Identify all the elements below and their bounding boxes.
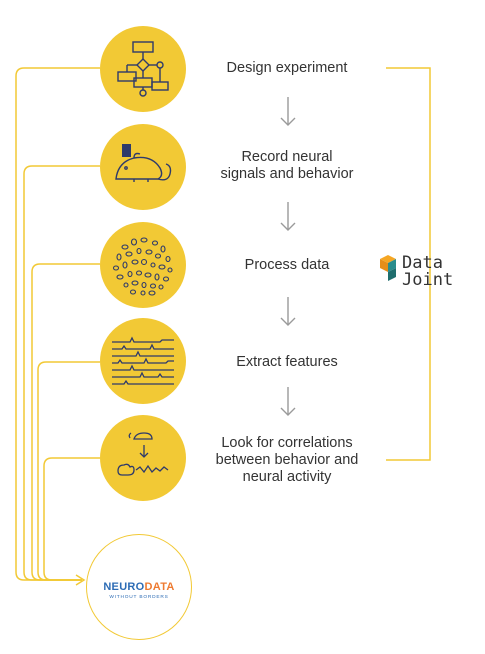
correlation-icon (117, 432, 169, 476)
flowchart-icon (117, 41, 169, 97)
mouse-recording-icon (115, 144, 172, 182)
feedback-line-3 (31, 263, 100, 581)
nwb-logo-word-data: DATA (144, 581, 175, 593)
step-circle-correlate (100, 415, 186, 501)
feedback-line-4 (37, 361, 100, 581)
step-label-design: Design experiment (226, 60, 348, 76)
nwb-arrowhead (75, 574, 86, 586)
cell-segmentation-icon (112, 237, 173, 296)
step-label-record: Record neural signals and behavior (220, 149, 354, 182)
datajoint-cube-icon (380, 255, 396, 281)
datajoint-logo: Data Joint (376, 253, 480, 289)
nwb-logo-word-neuro: NEURO (103, 581, 145, 593)
nwb-logo: NEURODATA (87, 581, 191, 593)
datajoint-bracket (386, 67, 431, 461)
feedback-line-5 (43, 457, 100, 581)
step-circle-record (100, 124, 186, 210)
step-circle-extract (100, 318, 186, 404)
down-arrow-2 (280, 202, 296, 231)
neural-traces-icon (112, 336, 174, 385)
down-arrow-4 (280, 387, 296, 416)
datajoint-wordmark: Data Joint (402, 253, 454, 290)
step-circle-process (100, 222, 186, 308)
feedback-line-2 (23, 165, 100, 581)
step-label-process: Process data (244, 257, 330, 273)
step-label-extract: Extract features (236, 354, 338, 370)
down-arrow-3 (280, 297, 296, 326)
down-arrow-1 (280, 97, 296, 126)
step-circle-design (100, 26, 186, 112)
step-label-correlate: Look for correlations between behavior a… (215, 435, 359, 485)
nwb-logo-tagline: WITHOUT BORDERS (109, 595, 169, 600)
nwb-logo-circle: NEURODATA WITHOUT BORDERS (86, 534, 192, 640)
feedback-line-1 (15, 67, 100, 581)
